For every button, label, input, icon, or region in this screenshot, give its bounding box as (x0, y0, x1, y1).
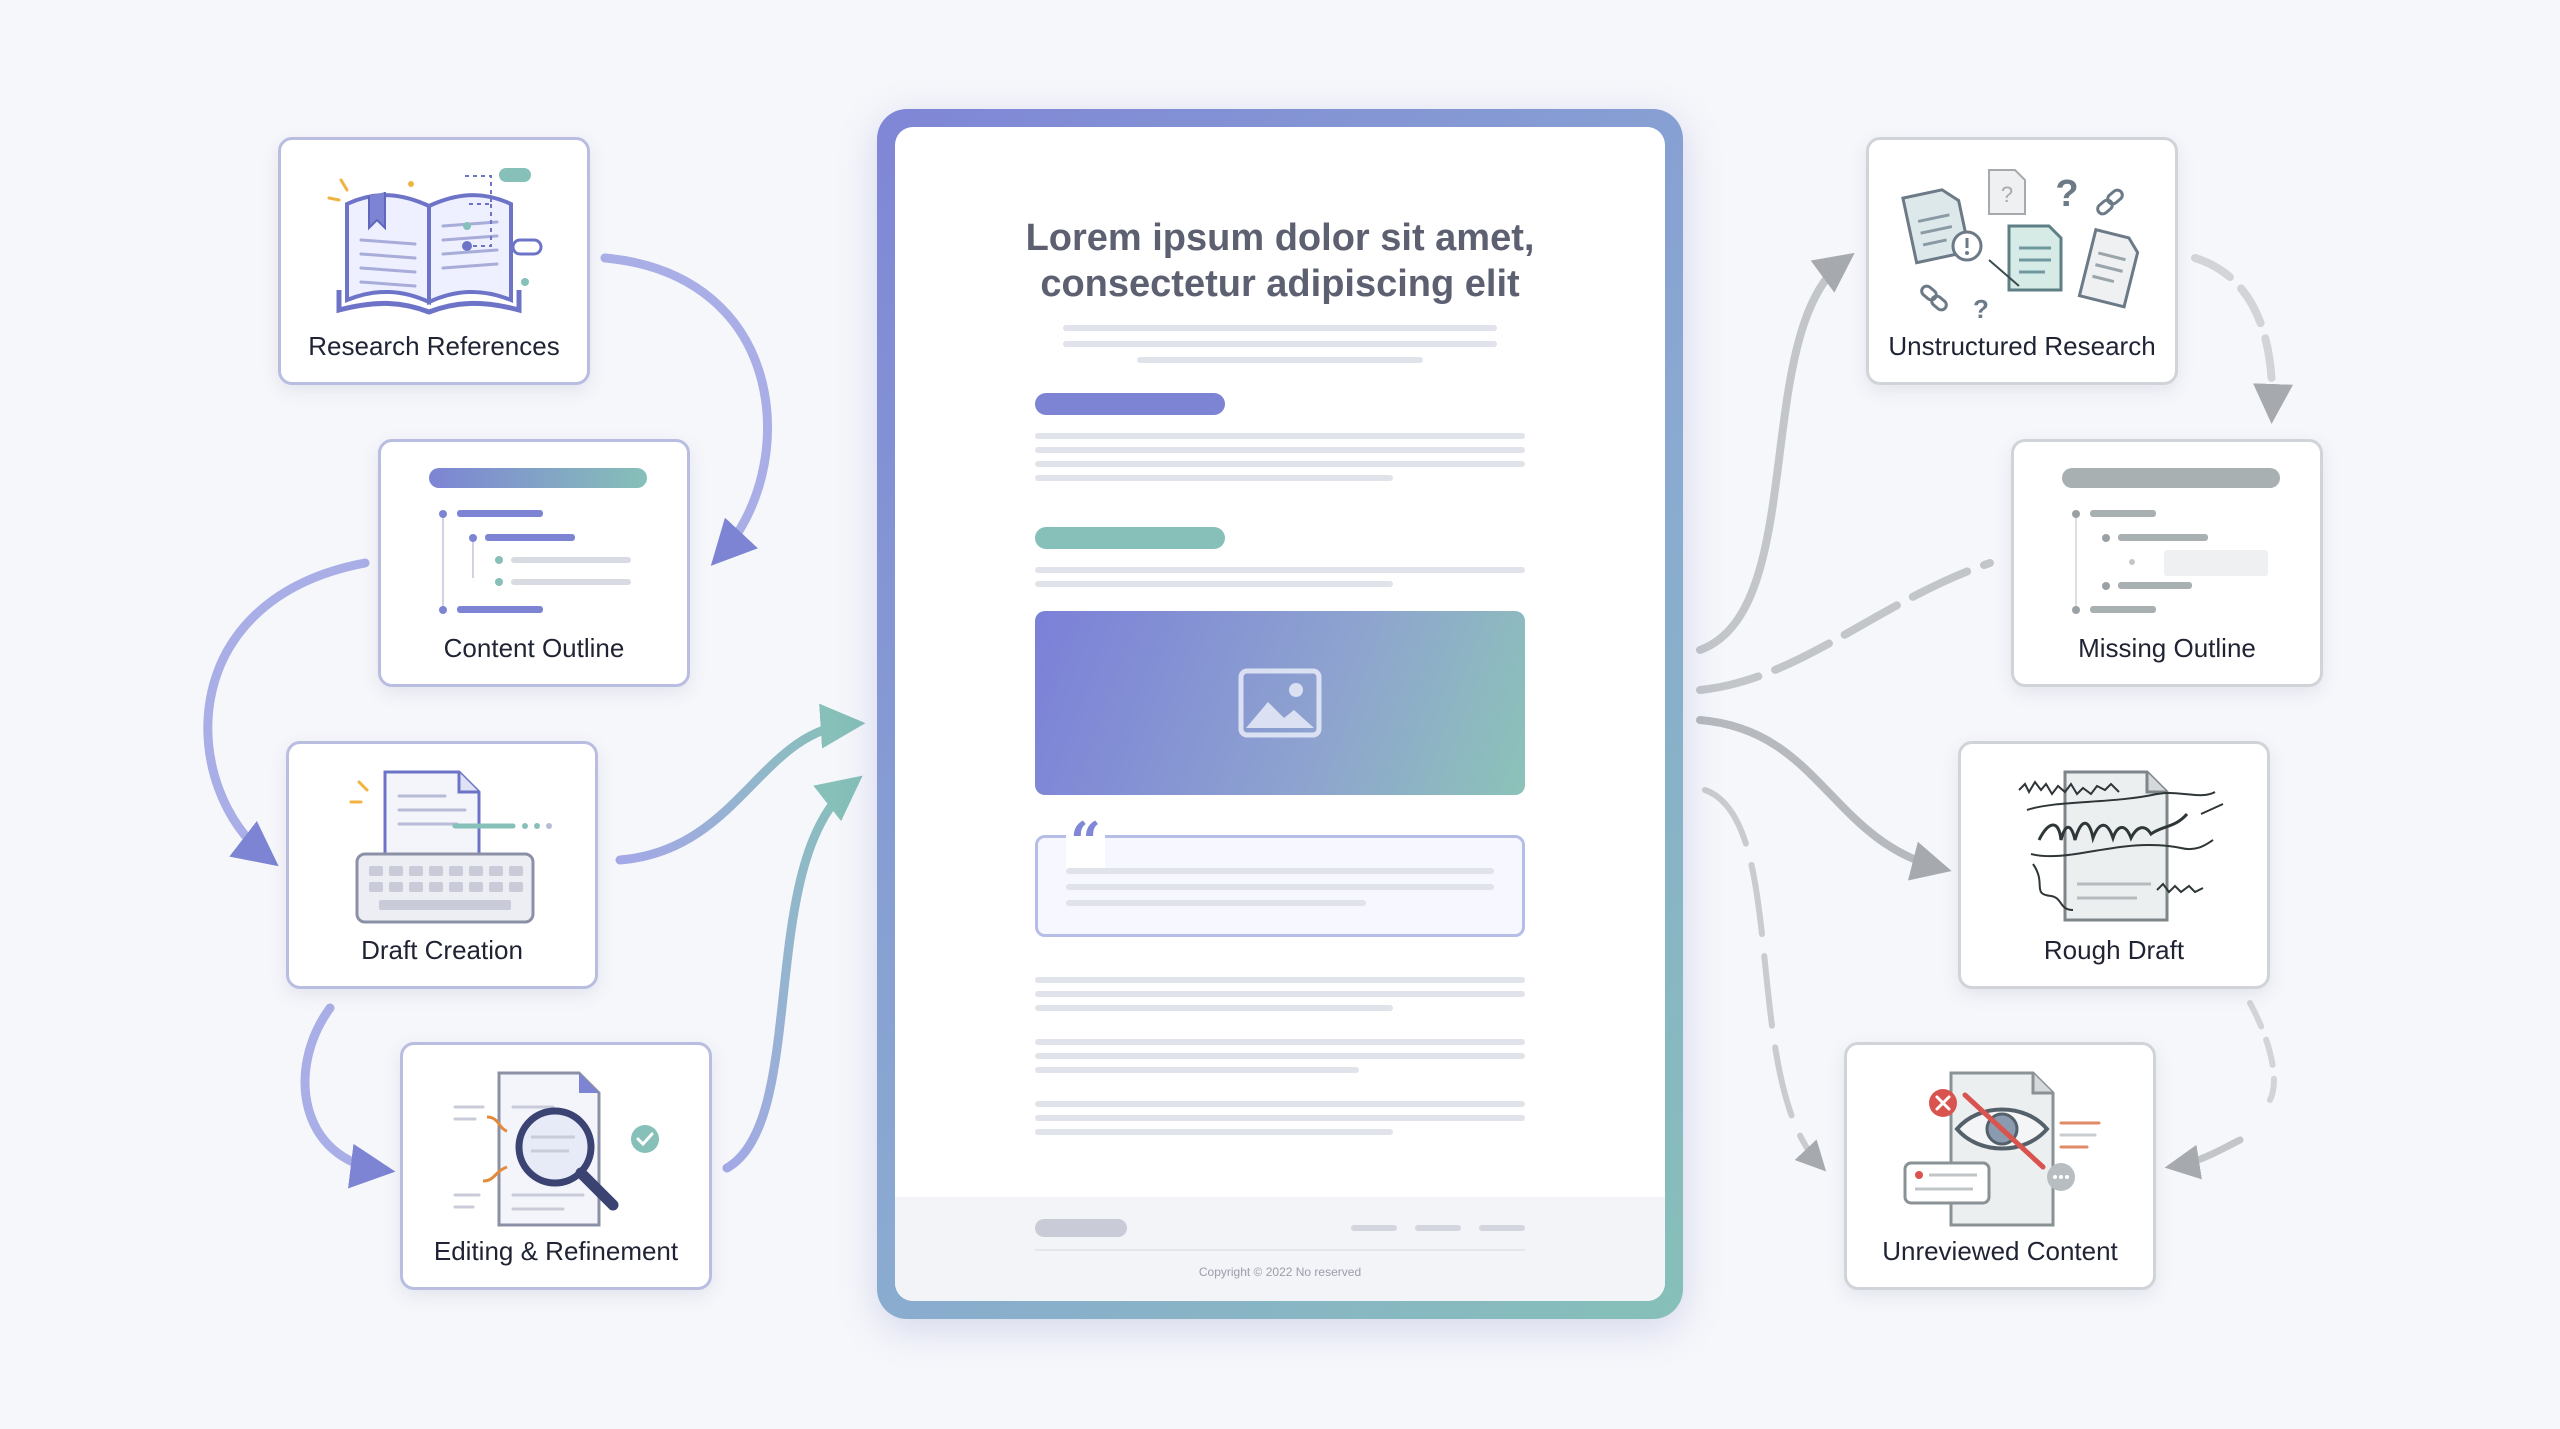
footer-link[interactable] (1415, 1225, 1461, 1231)
footer-logo-placeholder (1035, 1219, 1127, 1237)
text-line (1035, 1101, 1525, 1107)
quote-line (1066, 868, 1494, 874)
subtitle-line (1063, 341, 1497, 347)
outline-tree-icon (429, 468, 647, 614)
arrow-page-to-rough (1696, 716, 1952, 881)
quote-line (1066, 900, 1366, 906)
svg-text:?: ? (2001, 182, 2013, 207)
arrow-page-to-missing (1696, 559, 1994, 694)
text-line (1035, 1115, 1525, 1121)
subtitle-line (1137, 357, 1423, 363)
text-line (1035, 1067, 1359, 1073)
card-rough-draft: Rough Draft (1958, 741, 2270, 989)
text-line (1035, 991, 1525, 997)
card-label: Unstructured Research (1888, 331, 2156, 361)
card-missing-outline: Missing Outline (2011, 439, 2323, 687)
footer-copyright: Copyright © 2022 No reserved (1198, 1265, 1362, 1279)
page-footer: Copyright © 2022 No reserved (895, 1197, 1665, 1301)
card-label: Missing Outline (2078, 633, 2256, 663)
text-line (1035, 1005, 1393, 1011)
arrow-unstructured-to-missing (2191, 254, 2294, 424)
arrow-into-unreviewed (2164, 1136, 2244, 1180)
card-unreviewed-content: Unreviewed Content (1844, 1042, 2156, 1290)
hero-image-placeholder (1035, 611, 1525, 795)
card-label: Unreviewed Content (1882, 1236, 2118, 1266)
open-book-icon (327, 168, 543, 315)
card-label: Draft Creation (361, 935, 523, 965)
arrow-editing-to-page (722, 775, 863, 1173)
subtitle-line (1063, 325, 1497, 331)
crossed-eye-document-icon (1903, 1071, 2101, 1227)
text-line (1035, 581, 1393, 587)
card-unstructured-research: ? ? ? Unstructured Research (1866, 137, 2178, 385)
section-heading-bar (1035, 393, 1225, 415)
blockquote: “ (1035, 812, 1525, 937)
footer-divider (1035, 1249, 1525, 1251)
card-editing-refinement: Editing & Refinement (400, 1042, 712, 1290)
card-label: Content Outline (443, 633, 625, 663)
article-page-mockup: Lorem ipsum dolor sit amet, consectetur … (877, 109, 1683, 1319)
svg-text:?: ? (2055, 173, 2078, 215)
article-page: Lorem ipsum dolor sit amet, consectetur … (895, 127, 1665, 1301)
text-line (1035, 461, 1525, 467)
arrow-draft-to-page (615, 703, 866, 865)
image-placeholder-icon (1238, 668, 1322, 738)
page-title: Lorem ipsum dolor sit amet, consectetur … (895, 215, 1665, 307)
card-label: Editing & Refinement (433, 1236, 679, 1266)
text-line (1035, 567, 1525, 573)
page-title-line-2: consectetur adipiscing elit (1040, 263, 1520, 305)
arrow-page-to-unreviewed (1702, 787, 1827, 1172)
card-research-references: Research References (278, 137, 590, 385)
arrow-draft-to-editing (300, 1003, 396, 1189)
text-line (1035, 447, 1525, 453)
scribbled-document-icon (2018, 770, 2224, 922)
footer-link[interactable] (1479, 1225, 1525, 1231)
text-line (1035, 475, 1393, 481)
quote-line (1066, 884, 1494, 890)
scattered-documents-icon: ? ? ? (1901, 169, 2140, 324)
section-heading-bar (1035, 527, 1225, 549)
text-line (1035, 1129, 1393, 1135)
text-line (1035, 1039, 1525, 1045)
text-line (1035, 433, 1525, 439)
quote-mark-icon: “ (1066, 812, 1106, 872)
card-content-outline: Content Outline (378, 439, 690, 687)
magnifier-document-icon (453, 1071, 659, 1227)
page-title-line-1: Lorem ipsum dolor sit amet, (1025, 217, 1535, 259)
svg-text:?: ? (1973, 294, 1989, 324)
typewriter-icon (349, 770, 552, 924)
incomplete-outline-icon (2062, 468, 2280, 614)
card-label: Rough Draft (2043, 935, 2185, 965)
card-label: Research References (308, 331, 560, 361)
text-line (1035, 977, 1525, 983)
arrow-page-to-unstructured (1696, 252, 1855, 654)
text-line (1035, 1053, 1525, 1059)
arrow-rough-to-unreviewed (2247, 1000, 2277, 1103)
card-draft-creation: Draft Creation (286, 741, 598, 989)
footer-link[interactable] (1351, 1225, 1397, 1231)
